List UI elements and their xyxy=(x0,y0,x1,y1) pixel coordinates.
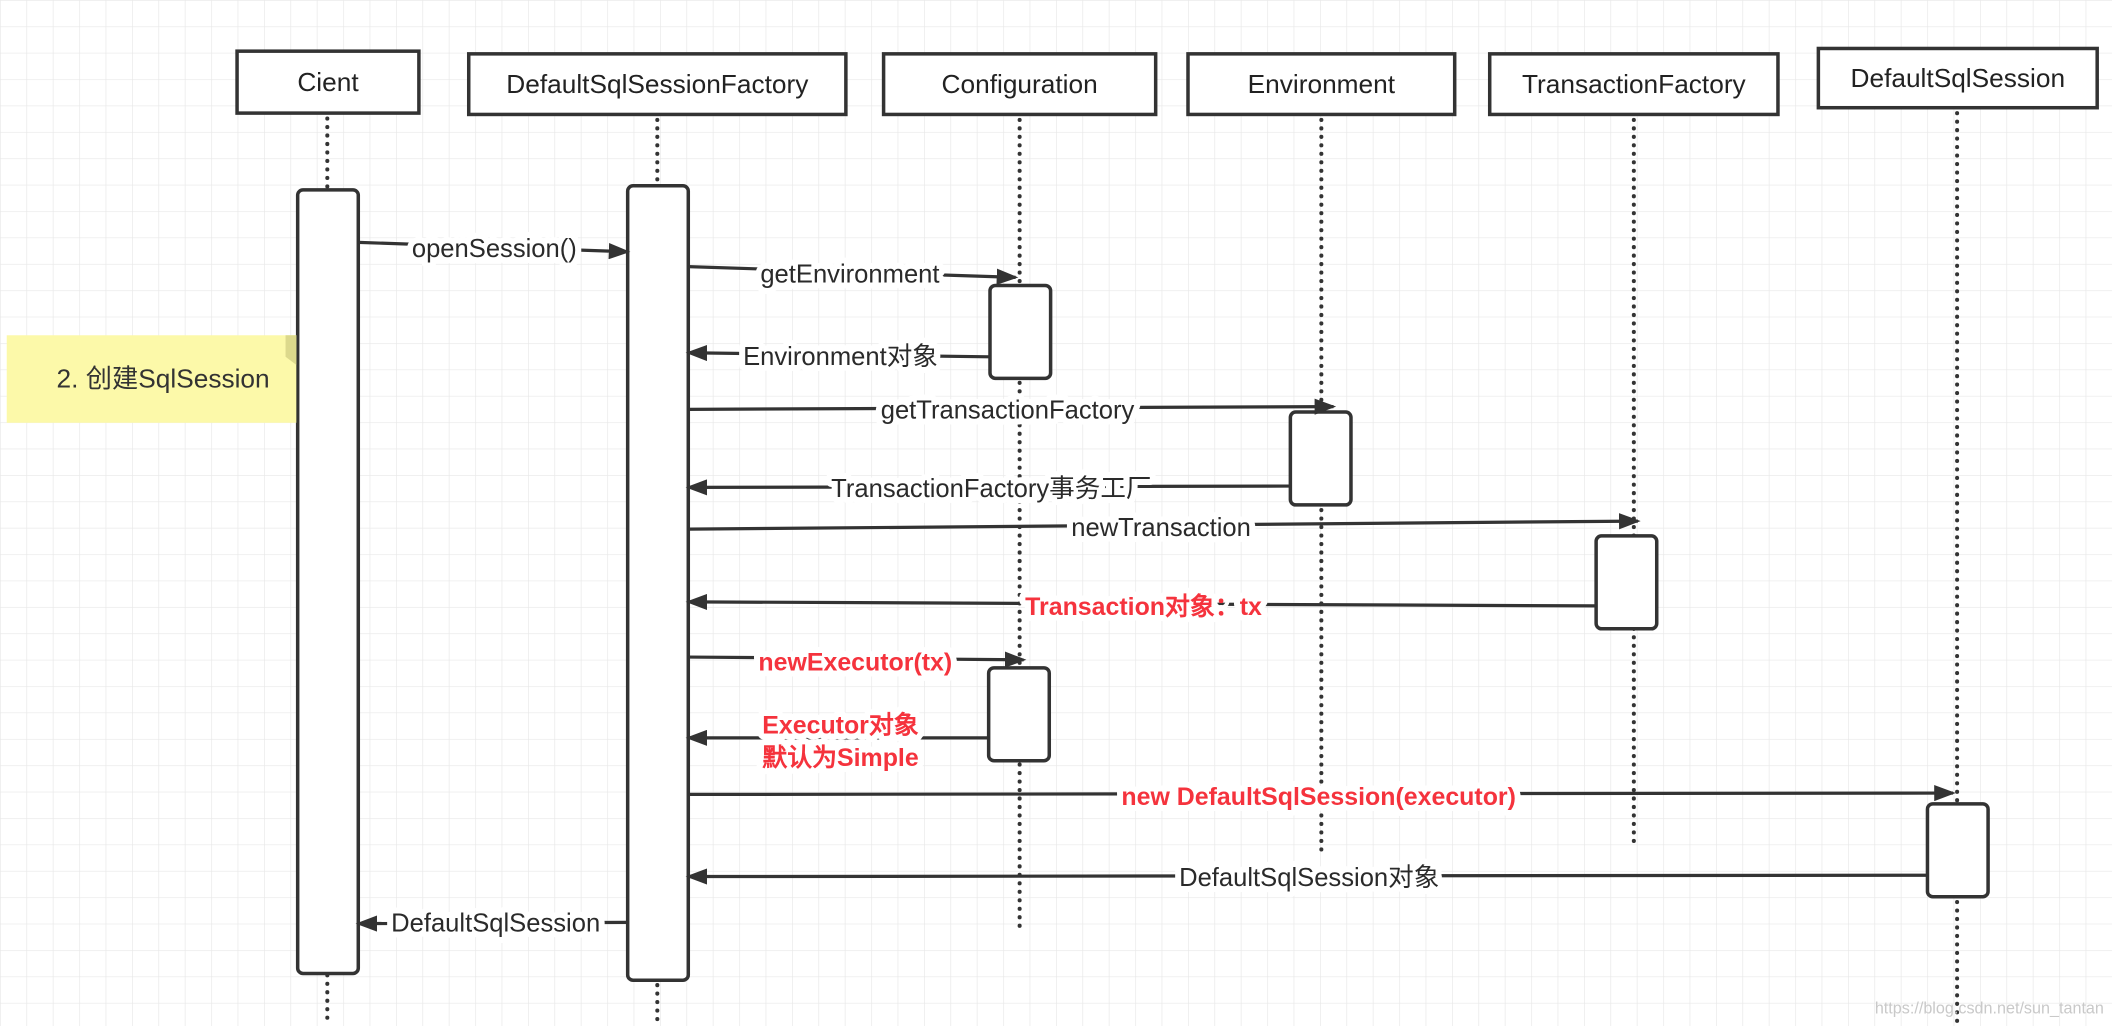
message-arrow xyxy=(355,915,628,932)
message-label: DefaultSqlSession对象 xyxy=(1179,863,1439,892)
activation-bar-default-sql-session xyxy=(1925,802,1990,899)
message-label: TransactionFactory事务工厂 xyxy=(831,474,1151,503)
message-label: getTransactionFactory xyxy=(881,397,1135,425)
activation-bar-default-sql-session-factory xyxy=(625,184,691,982)
message-get-environment: getEnvironment xyxy=(688,255,1019,295)
message-arrow xyxy=(688,651,1027,668)
message-arrow xyxy=(688,785,1956,802)
message-new-executor: newExecutor(tx) xyxy=(688,642,1027,683)
message-label: 默认为Simple xyxy=(762,744,918,772)
message-arrow xyxy=(688,513,1641,531)
message-label: openSession() xyxy=(412,235,577,263)
participant-label: TransactionFactory xyxy=(1522,69,1747,99)
participant-box xyxy=(1487,52,1780,117)
message-transaction-return: Transaction对象：tx xyxy=(685,587,1597,627)
participant-label: DefaultSqlSessionFactory xyxy=(506,69,809,99)
message-label: newExecutor(tx) xyxy=(758,648,952,676)
message-arrow xyxy=(685,593,1597,611)
participant-box xyxy=(466,52,848,117)
watermark: https://blog.csdn.net/sun_tantan xyxy=(1875,999,2104,1017)
participant-default-sql-session: DefaultSqlSession xyxy=(1816,46,2099,110)
participant-label: Environment xyxy=(1248,69,1396,99)
participant-default-sql-session-factory: DefaultSqlSessionFactory xyxy=(466,52,848,117)
message-environment-return: Environment对象 xyxy=(685,336,991,377)
note-text: 2. 创建SqlSession xyxy=(57,363,270,393)
message-label: getEnvironment xyxy=(760,261,939,289)
participant-configuration: Configuration xyxy=(881,52,1158,117)
message-arrow xyxy=(685,868,1928,885)
participant-box xyxy=(235,49,421,115)
message-label: newTransaction xyxy=(1071,514,1251,542)
message-executor-return: Executor对象 默认为Simple xyxy=(685,706,989,778)
message-open-session: openSession() xyxy=(358,229,631,269)
activation-bar-environment xyxy=(1288,410,1353,507)
activation-bar-client xyxy=(295,188,361,976)
participant-client: Cient xyxy=(235,49,421,115)
message-new-transaction: newTransaction xyxy=(688,508,1641,548)
activation-bar-configuration-executor xyxy=(986,666,1052,763)
participant-label: Cient xyxy=(297,67,359,97)
participant-box xyxy=(1186,52,1457,117)
message-label: new DefaultSqlSession(executor) xyxy=(1121,783,1516,811)
note-box xyxy=(6,335,297,423)
message-arrow xyxy=(688,398,1337,415)
message-default-sql-session-to-client: DefaultSqlSession xyxy=(355,904,628,944)
message-default-sql-session-return: DefaultSqlSession对象 xyxy=(685,857,1928,898)
participant-transaction-factory: TransactionFactory xyxy=(1487,52,1780,117)
activation-bar-configuration xyxy=(988,283,1053,381)
message-arrow xyxy=(685,479,1291,496)
participant-label: DefaultSqlSession xyxy=(1851,63,2066,93)
message-get-transaction-factory: getTransactionFactory xyxy=(688,391,1337,431)
participant-box xyxy=(1816,46,2099,110)
message-arrow xyxy=(358,240,631,260)
message-arrow xyxy=(685,344,991,362)
message-label: Executor对象 xyxy=(762,712,919,740)
participant-box xyxy=(881,52,1158,117)
participant-environment: Environment xyxy=(1186,52,1457,117)
note-create-sqlsession: 2. 创建SqlSession xyxy=(6,335,297,423)
message-label: Transaction对象：tx xyxy=(1025,593,1262,621)
message-transaction-factory-return: TransactionFactory事务工厂 xyxy=(685,468,1291,509)
note-fold xyxy=(285,335,297,365)
message-label: Environment对象 xyxy=(743,342,938,371)
message-arrow xyxy=(688,264,1019,285)
message-label: DefaultSqlSession xyxy=(391,910,600,938)
message-new-default-sql-session: new DefaultSqlSession(executor) xyxy=(688,777,1956,817)
activation-bar-transaction-factory xyxy=(1594,534,1659,631)
participant-label: Configuration xyxy=(942,69,1098,99)
